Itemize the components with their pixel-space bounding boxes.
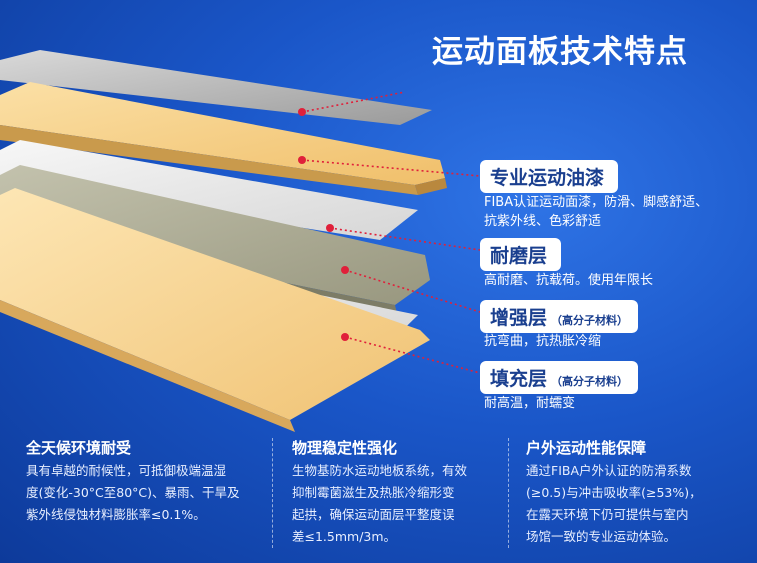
reinforce-layer — [0, 165, 430, 305]
marker-dot — [298, 108, 306, 116]
divider — [508, 438, 509, 548]
label-paint: 专业运动油漆 — [480, 160, 619, 193]
label-fill: 填充层（高分子材料） — [480, 361, 639, 394]
feature-title-weather: 全天候环境耐受 — [26, 439, 132, 457]
fill-layer — [0, 188, 430, 420]
divider — [272, 438, 273, 548]
desc-fill: 耐高温，耐蠕变 — [484, 396, 576, 411]
marker-dot — [326, 224, 334, 232]
desc-reinforce: 抗弯曲，抗热胀冷缩 — [484, 334, 602, 349]
feature-title-performance: 户外运动性能保障 — [526, 439, 647, 457]
marker-dot — [341, 333, 349, 341]
label-wear: 耐磨层 — [480, 238, 562, 271]
paint-film-layer — [0, 50, 432, 125]
desc-wear: 高耐磨、抗载荷。使用年限长 — [484, 273, 654, 288]
feature-title-stability: 物理稳定性强化 — [292, 439, 398, 457]
page-title: 运动面板技术特点 — [432, 34, 688, 70]
desc-paint: FIBA认证运动面漆，防滑、脚感舒适、抗紫外线、色彩舒适 — [484, 195, 709, 229]
label-reinforce: 增强层（高分子材料） — [480, 300, 639, 333]
marker-dot — [298, 156, 306, 164]
feature-text-weather: 具有卓越的耐候性，可抵御极端温湿度(变化-30°C至80°C)、暴雨、干旱及紫外… — [26, 463, 240, 522]
feature-text-stability: 生物基防水运动地板系统，有效抑制霉菌滋生及热胀冷缩形变起拱，确保运动面层平整度误… — [292, 463, 468, 544]
feature-text-performance: 通过FIBA户外认证的防滑系数(≥0.5)与冲击吸收率(≥53%)，在露天环境下… — [526, 463, 702, 544]
wear-layer — [0, 140, 418, 240]
wood-top-panel — [0, 82, 445, 185]
marker-dot — [341, 266, 349, 274]
